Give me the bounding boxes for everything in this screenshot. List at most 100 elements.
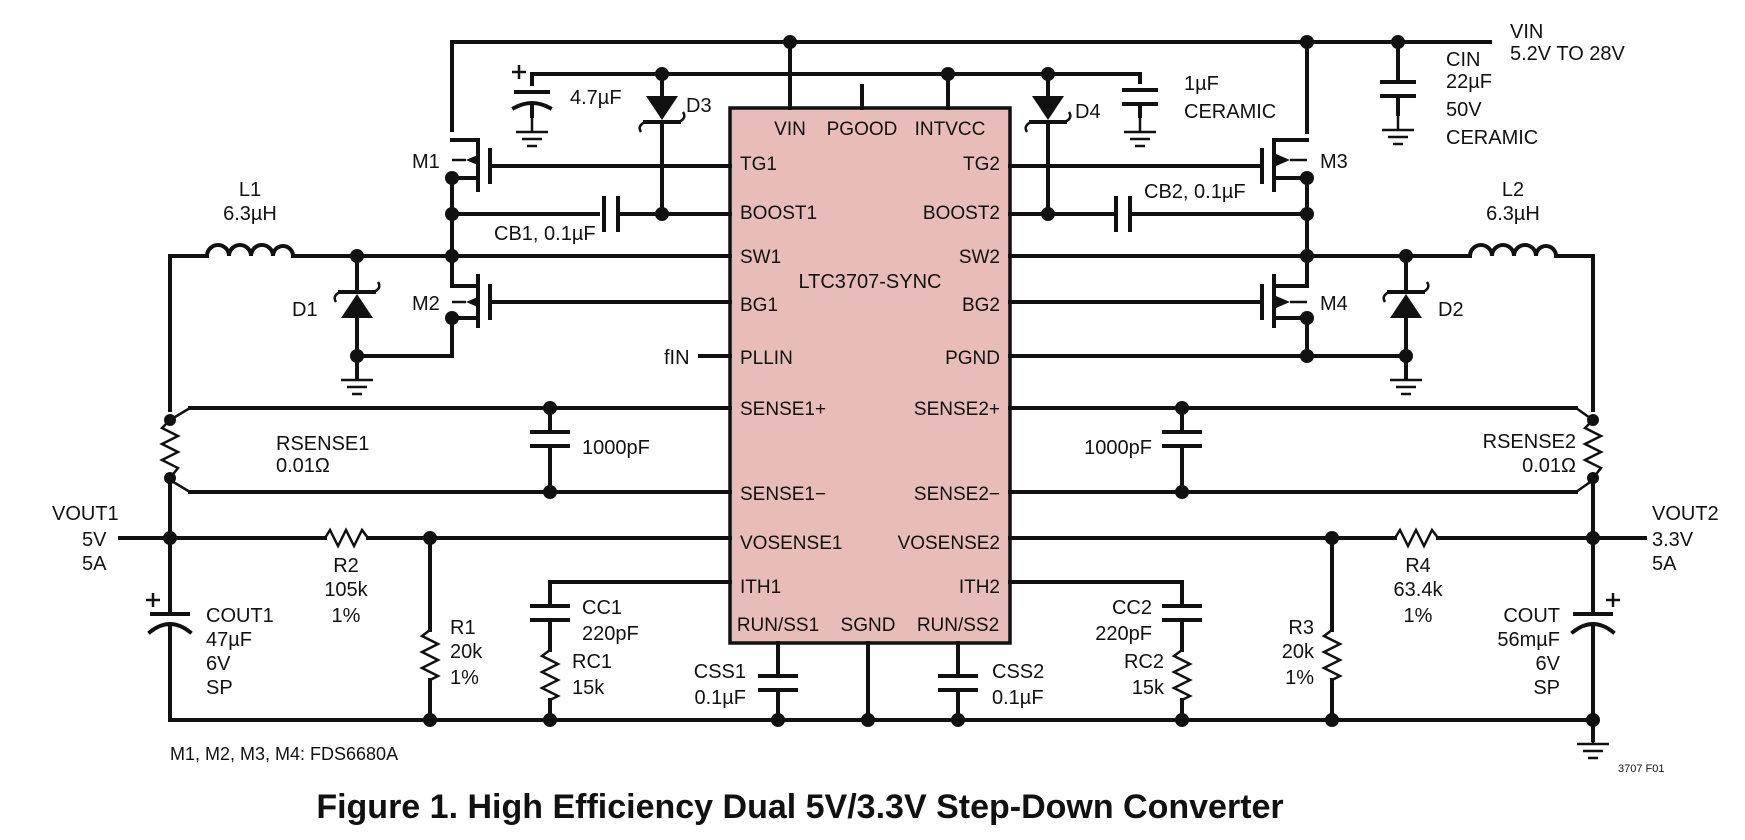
rc1-value: 15k — [572, 677, 605, 699]
inductors — [204, 243, 1559, 259]
m3-label: M3 — [1320, 151, 1348, 173]
d4-label: D4 — [1075, 101, 1101, 123]
cb1-label: CB1, 0.1µF — [494, 223, 596, 245]
rc2-name: RC2 — [1124, 651, 1164, 673]
r2-value: 105k — [324, 579, 368, 601]
cb2-label: CB2, 0.1µF — [1144, 181, 1246, 203]
vin-range: 5.2V TO 28V — [1510, 43, 1626, 65]
cap-cin — [1380, 60, 1416, 116]
r4-name: R4 — [1405, 555, 1431, 577]
pin-vin: VIN — [774, 119, 806, 140]
resistor-r2 — [323, 527, 369, 549]
vout2-label: VOUT2 — [1652, 503, 1719, 525]
pin-run-ss1: RUN/SS1 — [737, 615, 819, 636]
cap-4u7 — [511, 65, 553, 118]
css1-name: CSS1 — [694, 661, 746, 683]
pin-sense2-minus: SENSE2− — [914, 484, 1000, 505]
m4-label: M4 — [1320, 293, 1348, 315]
diode-d3 — [638, 88, 686, 133]
m1-label: M1 — [412, 151, 440, 173]
resistor-rc2 — [1171, 649, 1193, 702]
ic-right-pins: TG2 BOOST2 SW2 BG2 PGND SENSE2+ SENSE2− … — [898, 154, 1000, 598]
vin-label: VIN — [1510, 21, 1543, 43]
cout2-voltage: 6V — [1536, 653, 1561, 675]
css1-value: 0.1µF — [694, 687, 746, 709]
cc2-value: 220pF — [1095, 623, 1152, 645]
cout1-type: SP — [206, 677, 233, 699]
diode-d1 — [333, 281, 381, 318]
cap-css1 — [758, 674, 798, 692]
d1-label: D1 — [292, 299, 318, 321]
pin-sense1-minus: SENSE1− — [740, 484, 826, 505]
r4-tolerance: 1% — [1404, 605, 1433, 627]
css2-value: 0.1µF — [992, 687, 1044, 709]
vout2-current: 5A — [1652, 553, 1677, 575]
pin-sw2: SW2 — [959, 247, 1000, 268]
capacitors — [146, 60, 1620, 692]
r2-name: R2 — [333, 555, 359, 577]
cin-name: CIN — [1446, 49, 1480, 71]
d2-label: D2 — [1438, 299, 1464, 321]
l1-name: L1 — [239, 179, 261, 201]
r1-value: 20k — [450, 641, 483, 663]
cout1-voltage: 6V — [206, 653, 231, 675]
diodes — [333, 88, 1430, 318]
resistors — [159, 419, 1604, 702]
pin-sgnd: SGND — [841, 615, 896, 636]
cout1-value: 47µF — [206, 629, 252, 651]
diode-d4 — [1024, 88, 1072, 133]
inductor-l1 — [204, 243, 296, 259]
pin-tg1: TG1 — [740, 154, 777, 175]
pin-sense2-plus: SENSE2+ — [914, 399, 1000, 420]
cap-cb1 — [602, 196, 620, 232]
cap-cb2 — [1114, 196, 1132, 232]
resistor-r4 — [1393, 527, 1439, 549]
cap-cc2 — [1162, 604, 1202, 622]
rc2-value: 15k — [1132, 677, 1165, 699]
resistor-r1 — [419, 629, 441, 682]
m2-label: M2 — [412, 293, 440, 315]
figure-code: 3707 F01 — [1618, 763, 1664, 775]
r3-tolerance: 1% — [1285, 667, 1314, 689]
pin-tg2: TG2 — [963, 154, 1000, 175]
cc1-name: CC1 — [582, 597, 622, 619]
component-labels: VIN 5.2V TO 28V CIN 22µF 50V CERAMIC 1µF… — [52, 21, 1719, 709]
cap-css2 — [938, 674, 978, 692]
pin-boost1: BOOST1 — [740, 203, 817, 224]
rsense1-value: 0.01Ω — [276, 455, 330, 477]
vout1-current: 5A — [82, 553, 107, 575]
ic-body — [728, 106, 1012, 645]
cap-cout1 — [146, 593, 193, 674]
l2-value: 6.3µH — [1486, 203, 1540, 225]
l2-name: L2 — [1502, 179, 1524, 201]
c-boost-supply-value: 4.7µF — [570, 87, 622, 109]
cin-type: CERAMIC — [1446, 127, 1538, 149]
cap-sense1 — [530, 430, 570, 448]
c-sense2-value: 1000pF — [1084, 437, 1152, 459]
pin-bg2: BG2 — [962, 295, 1000, 316]
cout1-name: COUT1 — [206, 605, 274, 627]
rsense2-value: 0.01Ω — [1522, 455, 1576, 477]
pin-sw1: SW1 — [740, 247, 781, 268]
l1-value: 6.3µH — [223, 203, 277, 225]
cout2-name: COUT — [1503, 605, 1560, 627]
cout2-type: SP — [1533, 677, 1560, 699]
pin-pgood: PGOOD — [827, 119, 898, 140]
cc2-name: CC2 — [1112, 597, 1152, 619]
ic-left-pins: TG1 BOOST1 SW1 BG1 PLLIN SENSE1+ SENSE1−… — [740, 154, 842, 598]
cin-voltage: 50V — [1446, 99, 1482, 121]
pin-pllin: PLLIN — [740, 348, 793, 369]
mosfet-m3 — [1260, 138, 1309, 192]
r2-tolerance: 1% — [332, 605, 361, 627]
d3-label: D3 — [686, 95, 712, 117]
rc1-name: RC1 — [572, 651, 612, 673]
pin-intvcc: INTVCC — [915, 119, 986, 140]
pin-ith1: ITH1 — [740, 577, 781, 598]
pin-pgnd: PGND — [945, 348, 1000, 369]
r3-value: 20k — [1282, 641, 1315, 663]
pin-bg1: BG1 — [740, 295, 778, 316]
figure-caption: Figure 1. High Efficiency Dual 5V/3.3V S… — [316, 788, 1283, 826]
cout2-value: 56mµF — [1497, 629, 1560, 651]
fin-label: fIN — [664, 347, 690, 369]
